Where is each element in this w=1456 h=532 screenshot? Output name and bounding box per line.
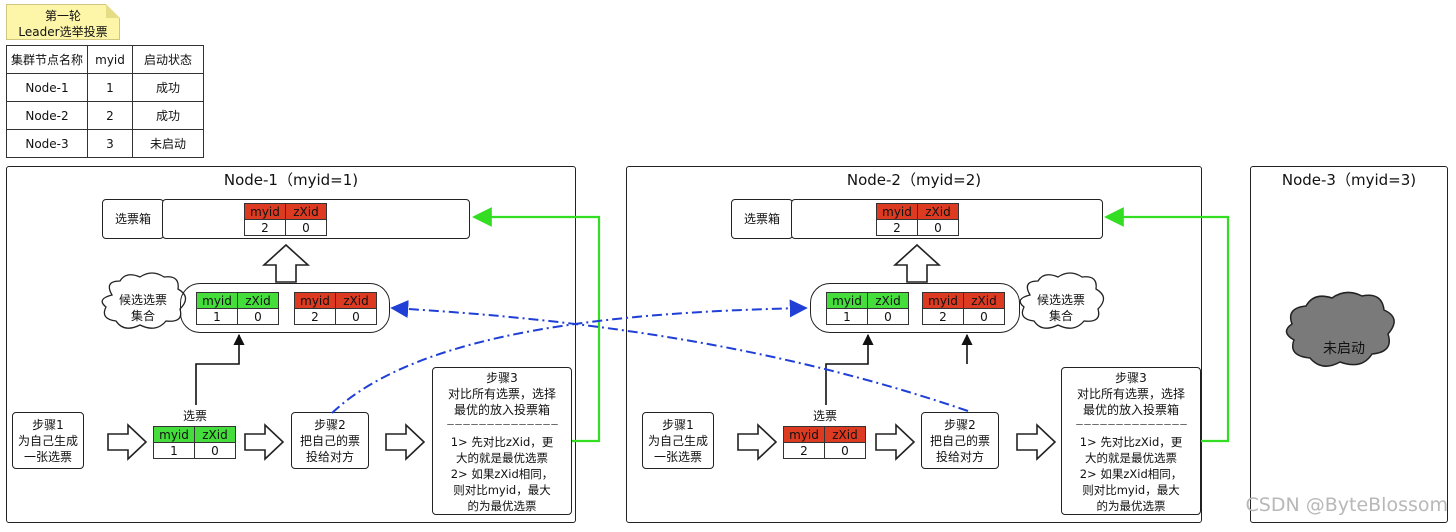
vote-zxid: 0: [917, 219, 959, 236]
vote-myid: 2: [876, 219, 918, 236]
node1-ballot-box-label: 选票箱: [102, 199, 164, 239]
table-row: Node-3 3 未启动: [6, 129, 204, 158]
vote-myid: 2: [294, 308, 336, 325]
round-note: 第一轮 Leader选举投票: [6, 4, 120, 40]
vote-zxid: 0: [824, 442, 866, 459]
node2-title: Node-2（myid=2): [846, 171, 982, 189]
node1-title: Node-1（myid=1): [223, 171, 359, 189]
table-row: Node-1 1 成功: [6, 73, 204, 102]
node1-vote-label: 选票: [183, 409, 208, 423]
note-line2: Leader选举投票: [18, 25, 108, 39]
node2-candidate-label: 候选选票 集合: [1036, 293, 1085, 323]
vote-myid: 2: [244, 219, 286, 236]
table-cell: Node-1: [6, 73, 88, 102]
vote-header-myid: myid: [922, 292, 964, 309]
table-cell: 2: [87, 101, 133, 130]
vote-zxid: 0: [963, 308, 1005, 325]
vote-header-zxid: zXid: [194, 426, 236, 443]
cluster-table: 集群节点名称 myid 启动状态 Node-1 1 成功 Node-2 2 成功…: [6, 45, 204, 158]
vote-zxid: 0: [335, 308, 377, 325]
watermark: CSDN @ByteBlossom: [1245, 494, 1449, 516]
vote-header-zxid: zXid: [237, 292, 279, 309]
table-row: Node-2 2 成功: [6, 101, 204, 130]
node2-step2: 步骤2 把自己的票 投给对方: [921, 412, 999, 469]
header-cell: 集群节点名称: [6, 45, 88, 74]
table-cell: Node-3: [6, 129, 88, 158]
table-cell: 未启动: [132, 129, 204, 158]
vote-zxid: 0: [867, 308, 909, 325]
vote-header-myid: myid: [294, 292, 336, 309]
node2-step1: 步骤1 为自己生成 一张选票: [642, 412, 714, 469]
vote-myid: 2: [783, 442, 825, 459]
header-cell: myid: [87, 45, 133, 74]
vote-myid: 1: [196, 308, 238, 325]
vote-header-myid: myid: [153, 426, 195, 443]
vote-header-zxid: zXid: [867, 292, 909, 309]
vote-header-myid: myid: [244, 203, 286, 220]
node3-title: Node-3（myid=3): [1281, 171, 1417, 189]
node1-candidate-label: 候选选票 集合: [118, 293, 167, 323]
vote-myid: 1: [826, 308, 868, 325]
vote-header-myid: myid: [196, 292, 238, 309]
vote-zxid: 0: [194, 442, 236, 459]
vote-zxid: 0: [285, 219, 327, 236]
node2-vote-label: 选票: [813, 409, 838, 423]
vote-zxid: 0: [237, 308, 279, 325]
table-cell: 成功: [132, 73, 204, 102]
header-cell: 启动状态: [132, 45, 204, 74]
note-fold: [106, 4, 120, 18]
vote-header-zxid: zXid: [963, 292, 1005, 309]
table-cell: Node-2: [6, 101, 88, 130]
node1-step3: 步骤3 对比所有选票，选择 最优的放入投票箱 －－－－－－－－－－－－－－ 1>…: [432, 367, 572, 515]
node1-step2: 步骤2 把自己的票 投给对方: [291, 412, 369, 469]
node2-ballot-box-label: 选票箱: [731, 199, 793, 239]
node1-step1: 步骤1 为自己生成 一张选票: [12, 412, 84, 469]
node3-status-label: 未启动: [1323, 341, 1365, 357]
vote-header-myid: myid: [783, 426, 825, 443]
note-line1: 第一轮: [44, 9, 81, 23]
vote-header-zxid: zXid: [335, 292, 377, 309]
vote-header-myid: myid: [876, 203, 918, 220]
table-header-row: 集群节点名称 myid 启动状态: [6, 45, 204, 74]
vote-header-zxid: zXid: [285, 203, 327, 220]
table-cell: 1: [87, 73, 133, 102]
node2-step3: 步骤3 对比所有选票，选择 最优的放入投票箱 －－－－－－－－－－－－－－ 1>…: [1061, 367, 1201, 515]
vote-header-zxid: zXid: [824, 426, 866, 443]
vote-myid: 2: [922, 308, 964, 325]
vote-myid: 1: [153, 442, 195, 459]
vote-header-myid: myid: [826, 292, 868, 309]
table-cell: 3: [87, 129, 133, 158]
vote-header-zxid: zXid: [917, 203, 959, 220]
table-cell: 成功: [132, 101, 204, 130]
